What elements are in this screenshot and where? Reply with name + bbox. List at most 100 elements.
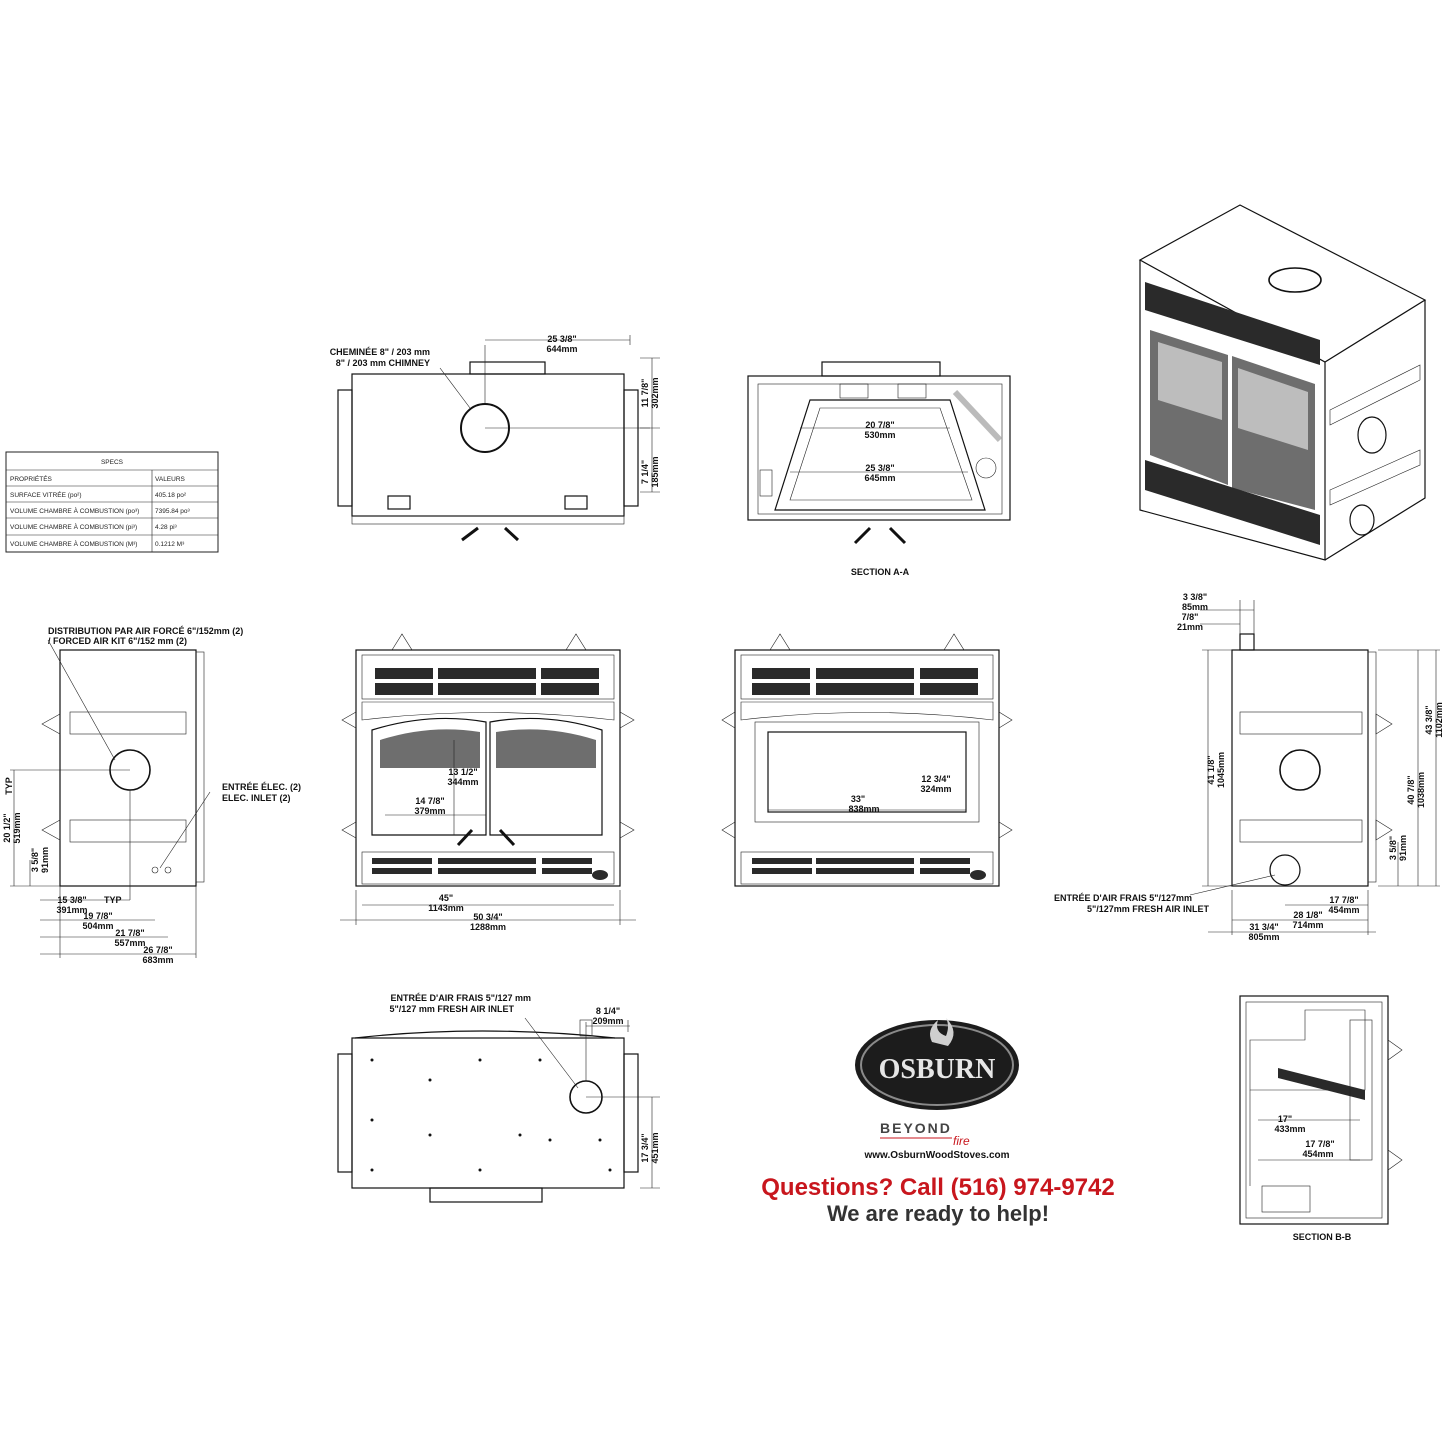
right-t1-in: 3 3/8" <box>1183 592 1207 602</box>
bottom-dim-a-mm: 209mm <box>592 1016 623 1026</box>
left-h2-mm: 504mm <box>82 921 113 931</box>
doors-glass-h-mm: 344mm <box>447 777 478 787</box>
logo-wordmark: OSBURN <box>879 1054 996 1085</box>
top-view-drawing <box>337 335 660 542</box>
cta-phone-line: Questions? Call (516) 974-9742 <box>761 1174 1114 1201</box>
specs-row-1-label: SURFACE VITRÉE (po²) <box>10 490 82 499</box>
top-depth-a-mm: 302mm <box>650 377 660 408</box>
right-t2-mm: 21mm <box>1177 622 1203 632</box>
left-h4-mm: 683mm <box>142 955 173 965</box>
specs-header-value: VALEURS <box>155 476 186 483</box>
specs-title: SPECS <box>101 459 124 466</box>
doors-glass-h-in: 13 1/2" <box>448 767 477 777</box>
section-aa-dim-b-in: 25 3/8" <box>865 463 894 473</box>
chimney-label-fr: CHEMINÉE 8" / 203 mm <box>330 347 430 357</box>
section-aa-title: SECTION A-A <box>851 567 910 577</box>
bottom-dim-b-mm: 451mm <box>650 1132 660 1163</box>
section-bb-dim-a-in: 17" <box>1278 1114 1292 1124</box>
right-fresh-air-en: 5"/127mm FRESH AIR INLET <box>1087 904 1209 914</box>
cta-help-line: We are ready to help! <box>827 1201 1049 1226</box>
tagline-fire: fire <box>953 1134 970 1148</box>
forced-air-label-en: / FORCED AIR KIT 6"/152 mm (2) <box>48 636 187 646</box>
left-v2-in: 3 5/8" <box>30 848 40 872</box>
doors-w2-mm: 1288mm <box>470 922 506 932</box>
right-v1-in: 41 1/8" <box>1206 755 1216 784</box>
flame-icon <box>930 1018 954 1046</box>
section-aa-dim-a-mm: 530mm <box>864 430 895 440</box>
left-h4-in: 26 7/8" <box>143 945 172 955</box>
top-depth-a-in: 11 7/8" <box>640 379 650 408</box>
bottom-dim-b-in: 17 3/4" <box>640 1133 650 1162</box>
left-h1-typ: TYP <box>104 895 122 905</box>
specs-row-4-value: 0.1212 M³ <box>155 541 185 548</box>
left-h3-mm: 557mm <box>114 938 145 948</box>
specs-row-2-label: VOLUME CHAMBRE À COMBUSTION (po³) <box>10 506 139 515</box>
doors-w1-in: 45" <box>439 893 453 903</box>
open-h-in: 12 3/4" <box>921 774 950 784</box>
right-h3-in: 31 3/4" <box>1249 922 1278 932</box>
top-width-in: 25 3/8" <box>547 334 576 344</box>
section-bb-dim-b-in: 17 7/8" <box>1305 1139 1334 1149</box>
specs-row-3-value: 4.28 pi³ <box>155 524 178 531</box>
bottom-view-drawing <box>337 1017 660 1203</box>
right-t2-in: 7/8" <box>1182 612 1199 622</box>
left-v2-mm: 91mm <box>40 847 50 873</box>
right-v4-in: 3 5/8" <box>1388 836 1398 860</box>
section-aa-drawing <box>747 361 1011 545</box>
doors-w2-in: 50 3/4" <box>473 912 502 922</box>
right-h2-in: 28 1/8" <box>1293 910 1322 920</box>
open-w-mm: 838mm <box>848 804 879 814</box>
right-fresh-air-fr: ENTRÉE D'AIR FRAIS 5"/127mm <box>1054 893 1192 903</box>
section-bb-dim-b-mm: 454mm <box>1302 1149 1333 1159</box>
right-side-view-drawing <box>1189 600 1440 935</box>
right-h2-mm: 714mm <box>1292 920 1323 930</box>
right-v3-mm: 1038mm <box>1416 772 1426 808</box>
chimney-label-en: 8" / 203 mm CHIMNEY <box>336 358 430 368</box>
specs-row-1-value: 405.18 po² <box>155 492 187 499</box>
front-doors-view-drawing <box>340 633 636 925</box>
bottom-fresh-air-en: 5"/127 mm FRESH AIR INLET <box>390 1004 515 1014</box>
right-h3-mm: 805mm <box>1248 932 1279 942</box>
specs-table: SPECS PROPRIÉTÉS VALEURS SURFACE VITRÉE … <box>5 451 219 553</box>
open-h-mm: 324mm <box>920 784 951 794</box>
doors-glass-w-in: 14 7/8" <box>415 796 444 806</box>
left-v1-in: 20 1/2" <box>2 813 12 842</box>
osburn-logo: OSBURN <box>855 1018 1019 1110</box>
right-v4-mm: 91mm <box>1398 835 1408 861</box>
specs-row-2-value: 7395.84 po³ <box>155 508 191 515</box>
section-aa-dim-b-mm: 645mm <box>864 473 895 483</box>
left-v1-typ: TYP <box>4 777 14 795</box>
specs-row-3-label: VOLUME CHAMBRE À COMBUSTION (pi³) <box>10 522 137 531</box>
isometric-view-drawing <box>1138 204 1427 561</box>
right-h1-mm: 454mm <box>1328 905 1359 915</box>
right-h1-in: 17 7/8" <box>1329 895 1358 905</box>
section-bb-dim-a-mm: 433mm <box>1274 1124 1305 1134</box>
section-bb-drawing <box>1239 995 1403 1225</box>
open-w-in: 33" <box>851 794 865 804</box>
front-open-view-drawing <box>721 633 1013 887</box>
website-url[interactable]: www.OsburnWoodStoves.com <box>863 1150 1009 1161</box>
bottom-dim-a-in: 8 1/4" <box>596 1006 620 1016</box>
left-side-view-drawing <box>10 639 211 958</box>
doors-glass-w-mm: 379mm <box>414 806 445 816</box>
forced-air-label-fr: DISTRIBUTION PAR AIR FORCÉ 6"/152mm (2) <box>48 626 243 636</box>
left-v1-mm: 519mm <box>12 812 22 843</box>
left-h1-in: 15 3/8" <box>57 895 86 905</box>
right-v1-mm: 1045mm <box>1216 752 1226 788</box>
left-h1-mm: 391mm <box>56 905 87 915</box>
top-depth-b-in: 7 1/4" <box>640 460 650 484</box>
elec-inlet-label-fr: ENTRÉE ÉLEC. (2) <box>222 782 301 792</box>
section-aa-dim-a-in: 20 7/8" <box>865 420 894 430</box>
doors-w1-mm: 1143mm <box>428 903 464 913</box>
right-v2-mm: 1102mm <box>1434 702 1444 738</box>
left-h2-in: 19 7/8" <box>83 911 112 921</box>
top-depth-b-mm: 185mm <box>650 456 660 487</box>
right-v2-in: 43 3/8" <box>1424 705 1434 734</box>
left-h3-in: 21 7/8" <box>115 928 144 938</box>
specs-header-property: PROPRIÉTÉS <box>10 474 53 483</box>
tagline-beyond: BEYOND <box>880 1120 952 1136</box>
elec-inlet-label-en: ELEC. INLET (2) <box>222 793 291 803</box>
bottom-fresh-air-fr: ENTRÉE D'AIR FRAIS 5"/127 mm <box>391 993 531 1003</box>
top-width-mm: 644mm <box>546 344 577 354</box>
